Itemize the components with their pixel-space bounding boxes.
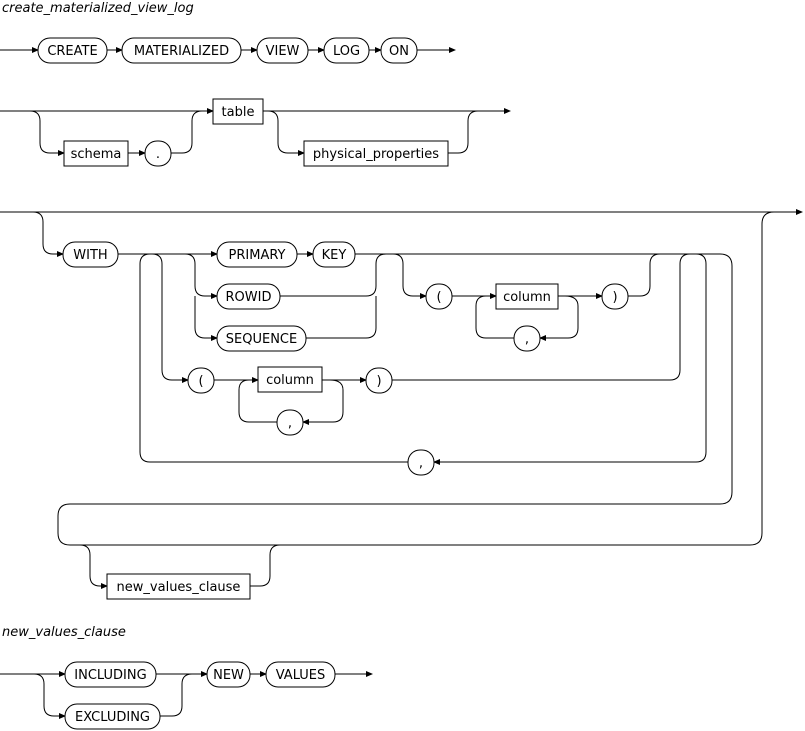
keyword-view: VIEW xyxy=(266,44,300,59)
symbol-lparen-2: ( xyxy=(198,374,203,389)
row-table-reference: schema . table physical_properties xyxy=(0,98,511,167)
keyword-new: NEW xyxy=(213,668,244,683)
subdiagram-title: new_values_clause xyxy=(2,625,126,640)
symbol-dot: . xyxy=(156,147,160,162)
nonterminal-column-2: column xyxy=(266,373,314,388)
keyword-excluding: EXCLUDING xyxy=(75,710,150,725)
keyword-create: CREATE xyxy=(47,44,97,59)
symbol-lparen-1: ( xyxy=(436,290,441,305)
nonterminal-column-1: column xyxy=(503,290,551,305)
keyword-with: WITH xyxy=(73,248,107,263)
nonterminal-table: table xyxy=(222,105,255,120)
keyword-sequence: SEQUENCE xyxy=(226,332,297,347)
symbol-comma-2: , xyxy=(288,416,292,431)
symbol-rparen-1: ) xyxy=(612,290,617,305)
row-with-clause: WITH PRIMARY KEY ROWID SEQUENCE ( column… xyxy=(0,209,803,600)
keyword-rowid: ROWID xyxy=(226,290,272,305)
nonterminal-schema: schema xyxy=(71,147,122,162)
symbol-rparen-2: ) xyxy=(376,374,381,389)
keyword-materialized: MATERIALIZED xyxy=(134,44,229,59)
nonterminal-new-values-clause: new_values_clause xyxy=(117,580,241,595)
symbol-comma-3: , xyxy=(419,456,423,471)
row-new-values-clause: INCLUDING EXCLUDING NEW VALUES xyxy=(0,661,373,730)
keyword-primary: PRIMARY xyxy=(229,248,286,263)
row-create-statement: CREATE MATERIALIZED VIEW LOG ON xyxy=(0,37,456,64)
keyword-including: INCLUDING xyxy=(74,668,146,683)
nonterminal-physical-properties: physical_properties xyxy=(313,147,439,162)
keyword-values: VALUES xyxy=(276,668,326,683)
keyword-log: LOG xyxy=(333,44,360,59)
diagram-title: create_materialized_view_log xyxy=(2,1,194,16)
symbol-comma-1: , xyxy=(525,332,529,347)
keyword-key: KEY xyxy=(322,248,347,263)
keyword-on: ON xyxy=(389,44,409,59)
